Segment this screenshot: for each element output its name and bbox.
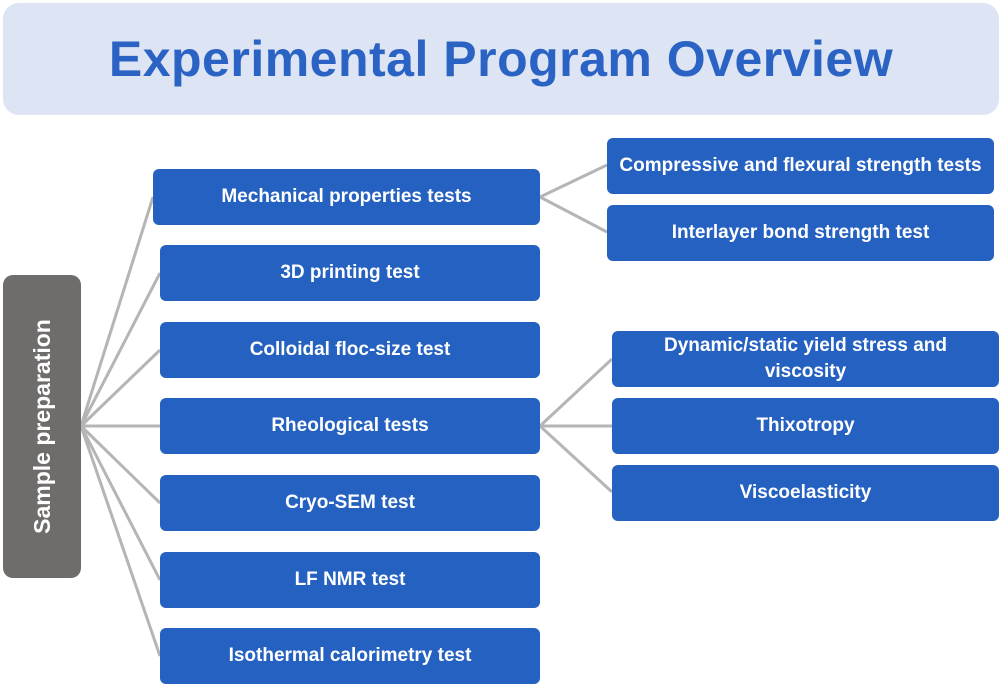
node-viscoelasticity: Viscoelasticity (612, 465, 999, 521)
diagram-title: Experimental Program Overview (108, 31, 894, 87)
node-interlayer-bond-strength: Interlayer bond strength test (607, 205, 994, 261)
connector-mechanical-compressive (539, 163, 608, 199)
node-isothermal-calorimetry-test: Isothermal calorimetry test (160, 628, 540, 684)
node-compressive-flexural-strength: Compressive and flexural strength tests (607, 138, 994, 194)
root-label: Sample preparation (28, 319, 55, 534)
node-yield-stress-viscosity: Dynamic/static yield stress and viscosit… (612, 331, 999, 387)
connector-root-3d-printing (79, 272, 162, 427)
connector-root-calorimetry (79, 425, 162, 657)
connector-rheological-viscoelasticity (538, 424, 614, 494)
node-colloidal-floc-size-test: Colloidal floc-size test (160, 322, 540, 378)
node-lf-nmr-test: LF NMR test (160, 552, 540, 608)
node-cryo-sem-test: Cryo-SEM test (160, 475, 540, 531)
node-3d-printing-test: 3D printing test (160, 245, 540, 301)
title-banner: Experimental Program Overview (3, 3, 999, 115)
connector-root-cryo-sem (79, 424, 162, 505)
connector-root-mechanical (79, 196, 155, 427)
connector-root-colloidal (79, 348, 162, 428)
connector-mechanical-interlayer (539, 195, 608, 234)
node-mechanical-properties-tests: Mechanical properties tests (153, 169, 540, 225)
node-rheological-tests: Rheological tests (160, 398, 540, 454)
connector-root-lf-nmr (79, 425, 162, 581)
connector-rheological-yield (538, 357, 614, 428)
root-node-sample-preparation: Sample preparation (3, 275, 81, 578)
node-thixotropy: Thixotropy (612, 398, 999, 454)
